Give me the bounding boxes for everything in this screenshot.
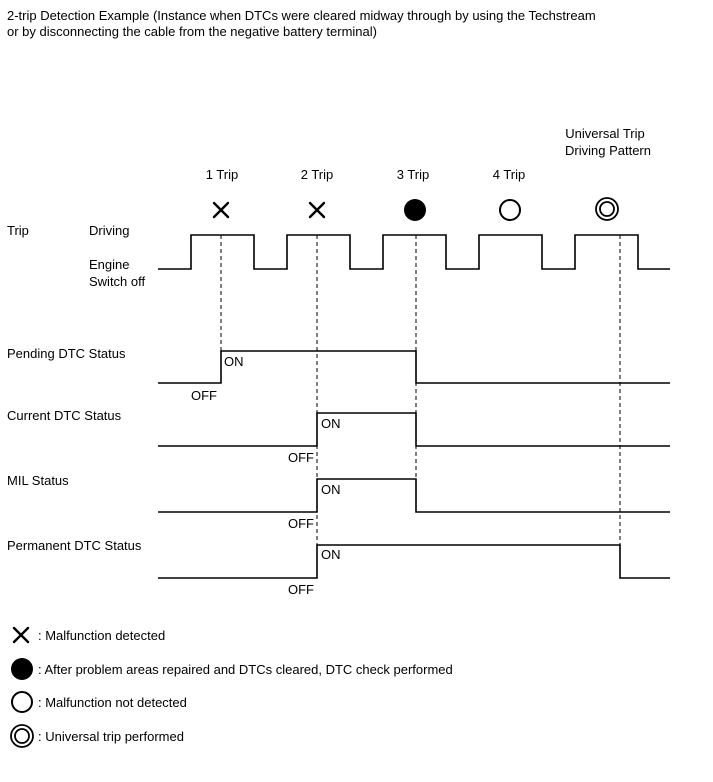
trip-4-label: 4 Trip: [493, 167, 526, 182]
trip-waveform: [158, 234, 670, 270]
permanent-off-label: OFF: [288, 582, 314, 597]
mil-on-label: ON: [321, 482, 341, 497]
page-title: 2-trip Detection Example (Instance when …: [7, 8, 596, 40]
legend-malfunction-detected: : Malfunction detected: [38, 628, 165, 643]
driving-label: Driving: [89, 223, 129, 238]
universal-trip-label-line1: Universal Trip: [565, 126, 644, 141]
legend-universal-trip-performed: : Universal trip performed: [38, 729, 184, 744]
filled-circle-icon: [404, 199, 426, 221]
legend-malfunction-not-detected: : Malfunction not detected: [38, 695, 187, 710]
mil-status-label: MIL Status: [7, 473, 69, 488]
mil-waveform: [158, 478, 670, 513]
cross-icon: [308, 201, 326, 219]
current-off-label: OFF: [288, 450, 314, 465]
pending-on-label: ON: [224, 354, 244, 369]
legend-open-circle-icon: [11, 691, 33, 713]
engine-label-line1: Engine: [89, 257, 129, 272]
legend: : Malfunction detected : After problem a…: [10, 626, 453, 748]
permanent-dtc-waveform: [158, 544, 670, 579]
cross-icon: [212, 201, 230, 219]
permanent-dtc-status-label: Permanent DTC Status: [7, 538, 142, 553]
trip-3-label: 3 Trip: [397, 167, 430, 182]
current-dtc-waveform: [158, 412, 670, 447]
double-circle-icon: [595, 197, 619, 221]
legend-repaired-check-performed: : After problem areas repaired and DTCs …: [38, 662, 453, 677]
mil-off-label: OFF: [288, 516, 314, 531]
current-dtc-status-label: Current DTC Status: [7, 408, 122, 423]
open-circle-icon: [499, 199, 521, 221]
trip-row-label: Trip: [7, 223, 29, 238]
permanent-on-label: ON: [321, 547, 341, 562]
pending-dtc-waveform: [158, 350, 670, 384]
pending-dtc-status-label: Pending DTC Status: [7, 346, 126, 361]
current-on-label: ON: [321, 416, 341, 431]
title-line-2: or by disconnecting the cable from the n…: [7, 24, 377, 39]
legend-cross-icon: [12, 626, 30, 644]
legend-double-circle-icon: [10, 724, 34, 748]
engine-label-line2: Switch off: [89, 274, 146, 289]
trip-2-label: 2 Trip: [301, 167, 334, 182]
universal-trip-label-line2: Driving Pattern: [565, 143, 651, 158]
trip-1-label: 1 Trip: [206, 167, 239, 182]
pending-off-label: OFF: [191, 388, 217, 403]
legend-filled-circle-icon: [11, 658, 33, 680]
title-line-1: 2-trip Detection Example (Instance when …: [7, 8, 596, 23]
